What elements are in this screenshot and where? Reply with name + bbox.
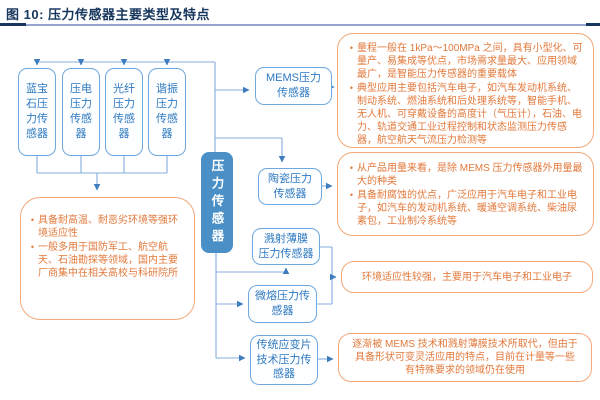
strain-gauge-note-box: 逐渐被 MEMS 技术和溅射薄膜技术所取代，但由于具备形状可变灵活应用的特点，目… <box>338 333 592 382</box>
note-bullet: 一般多用于国防军工、航空航天、石油勘探等领域，国内主要厂商集中在相关高校与科研院… <box>27 241 186 280</box>
type-node-piezoelectric: 压电压力传感器 <box>62 68 100 156</box>
type-node-strain-gauge: 传统应变片 技术压力传 感器 <box>250 335 318 385</box>
note-bullet: 具备耐高温、耐恶劣环境等强环境适应性 <box>27 214 186 240</box>
note-bullet: 具备耐腐蚀的优点，广泛应用于汽车电子和工业电子，如汽车的发动机系统、暖通空调系统… <box>346 189 583 228</box>
connector-left-bottom-bus <box>36 156 168 174</box>
ceramic-note-box: 从产品用量来看，是除 MEMS 压力传感器外用量最大的种类 具备耐腐蚀的优点，广… <box>337 152 594 236</box>
type-node-label: 压电压力传感器 <box>70 82 92 141</box>
type-node-label: 蓝宝石压力传感器 <box>26 82 48 141</box>
type-node-microfused: 微熔压力传 感器 <box>248 285 317 323</box>
type-node-resonant: 谐振压力传感器 <box>148 68 186 156</box>
type-node-sputtered-film: 溅射薄膜 压力传感器 <box>252 228 320 265</box>
type-node-label: 陶瓷压力 传感器 <box>268 172 312 200</box>
type-node-label: 谐振压力传感器 <box>156 82 178 141</box>
title-rule <box>0 24 600 26</box>
note-text: 典型应用主要包括汽车电子，如汽车发动机系统、制动系统、燃油系统和后处理系统等，智… <box>357 83 582 146</box>
title-rule-right-cap <box>586 23 600 26</box>
left-types-note-box: 具备耐高温、耐恶劣环境等强环境适应性 一般多用于国防军工、航空航天、石油勘探等领… <box>20 197 195 320</box>
note-bullet: 典型应用主要包括汽车电子，如汽车发动机系统、制动系统、燃油系统和后处理系统等，智… <box>346 82 583 147</box>
mems-note-box: 量程一般在 1kPa～100MPa 之间，具有小型化、可量产、易集成等优点，市场… <box>337 33 594 148</box>
root-node-label: 压力传感器 <box>209 158 224 247</box>
figure-title: 图 10: 压力传感器主要类型及特点 <box>6 7 211 22</box>
pressure-sensor-root-node: 压力传感器 <box>201 152 233 253</box>
note-text: 从产品用量来看，是除 MEMS 压力传感器外用量最大的种类 <box>357 163 583 187</box>
note-bullet: 从产品用量来看，是除 MEMS 压力传感器外用量最大的种类 <box>346 162 583 188</box>
type-node-ceramic: 陶瓷压力 传感器 <box>258 168 322 205</box>
sputtered-microfused-shared-note-box: 环境适应性较强，主要用于汽车电子和工业电子 <box>341 261 593 293</box>
note-text: 逐渐被 MEMS 技术和溅射薄膜技术所取代，但由于具备形状可变灵活应用的特点，目… <box>352 339 578 376</box>
type-node-optical-fiber: 光纤压力传感器 <box>105 68 143 156</box>
title-rule-left-cap <box>0 23 26 26</box>
type-node-label: 微熔压力传 感器 <box>255 290 310 317</box>
note-bullet: 量程一般在 1kPa～100MPa 之间，具有小型化、可量产、易集成等优点，市场… <box>346 42 583 81</box>
note-text: 量程一般在 1kPa～100MPa 之间，具有小型化、可量产、易集成等优点，市场… <box>357 43 583 80</box>
type-node-label: 溅射薄膜 压力传感器 <box>258 232 314 260</box>
type-node-mems: MEMS压力 传感器 <box>255 67 332 105</box>
note-text: 具备耐高温、耐恶劣环境等强环境适应性 <box>38 215 178 239</box>
type-node-sapphire: 蓝宝石压力传感器 <box>18 68 56 156</box>
note-text: 具备耐腐蚀的优点，广泛应用于汽车电子和工业电子，如汽车的发动机系统、暖通空调系统… <box>357 190 577 227</box>
type-node-label: MEMS压力 传感器 <box>266 72 321 99</box>
note-text: 环境适应性较强，主要用于汽车电子和工业电子 <box>362 271 572 283</box>
type-node-label: 传统应变片 技术压力传 感器 <box>256 339 312 381</box>
type-node-label: 光纤压力传感器 <box>113 82 135 141</box>
note-text: 一般多用于国防军工、航空航天、石油勘探等领域，国内主要厂商集中在相关高校与科研院… <box>38 242 178 279</box>
